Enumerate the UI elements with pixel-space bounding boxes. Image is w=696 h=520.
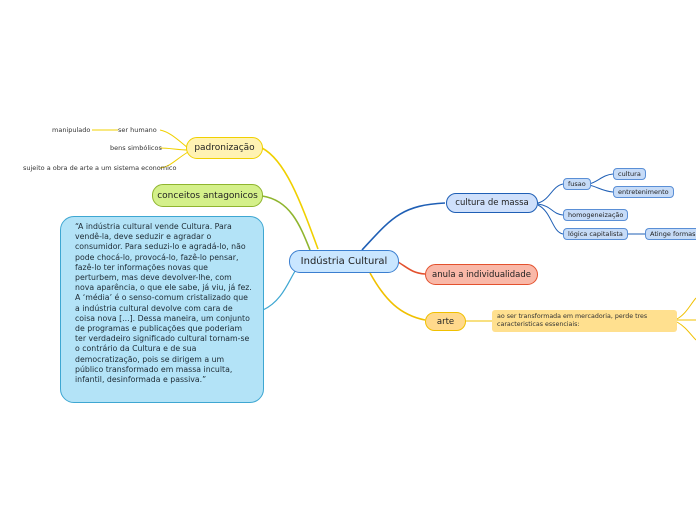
- branch-anula: [397, 261, 426, 275]
- node-arte-note[interactable]: ao ser transformada em mercadoria, perde…: [492, 310, 677, 332]
- node-quote[interactable]: “A indústria cultural vende Cultura. Par…: [60, 216, 264, 403]
- branch-padronizacao: [261, 147, 319, 250]
- node-logica-capitalista[interactable]: lógica capitalista: [563, 228, 628, 240]
- node-fusao[interactable]: fusao: [563, 178, 591, 190]
- branch-arte: [369, 272, 426, 321]
- branch-cultura: [361, 202, 446, 251]
- node-arte[interactable]: arte: [425, 312, 466, 331]
- node-cultura[interactable]: cultura: [613, 168, 646, 180]
- node-anula-individualidade[interactable]: anula a individualidade: [425, 264, 538, 285]
- node-sujeito[interactable]: sujeito a obra de arte a um sistema econ…: [23, 164, 177, 172]
- node-conceitos-antagonicos[interactable]: conceitos antagonicos: [152, 184, 263, 207]
- node-atinge-formas[interactable]: Atinge formas de: [645, 228, 696, 240]
- node-bens-simbolicos[interactable]: bens simbólicos: [110, 144, 162, 152]
- node-padronizacao[interactable]: padronização: [186, 137, 263, 159]
- node-entretenimento[interactable]: entretenimento: [613, 186, 674, 198]
- node-cultura-de-massa[interactable]: cultura de massa: [446, 193, 538, 213]
- branch-conceitos: [261, 195, 311, 251]
- node-ser-humano[interactable]: ser humano: [118, 126, 157, 134]
- central-node[interactable]: Indústria Cultural: [289, 250, 399, 273]
- node-homogeneizacao[interactable]: homogeneização: [563, 209, 629, 221]
- node-manipulado[interactable]: manipulado: [52, 126, 91, 134]
